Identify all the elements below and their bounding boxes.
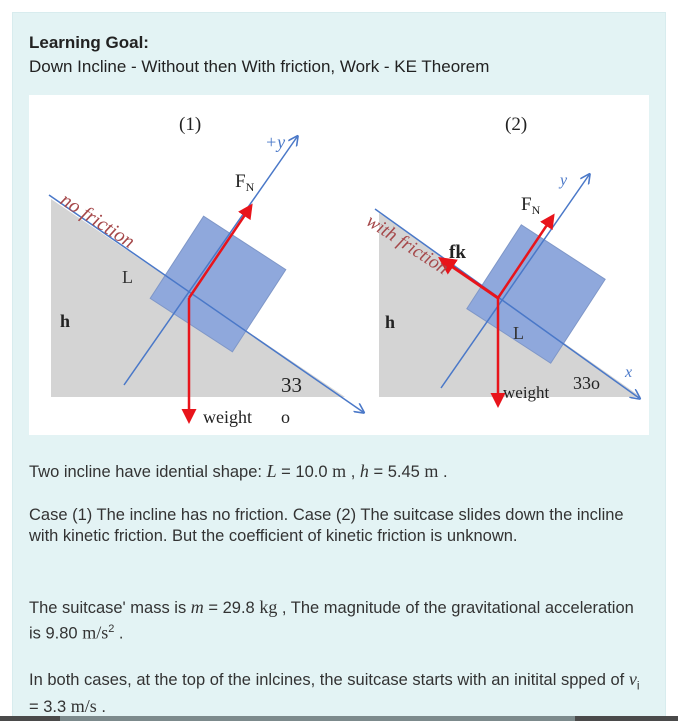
height-label-1: h [60,311,70,331]
block-2 [466,224,606,364]
case-2-label: (2) [505,114,527,135]
x-axis-2 [374,208,639,398]
angle-degree-1: o [281,407,290,427]
mass-gravity-text: The suitcase' mass is m = 29.8 kg , The … [29,597,634,643]
learning-goal-subtitle: Down Incline - Without then With frictio… [29,57,490,76]
y-axis-label-2: y [558,172,568,189]
initial-speed-text: In both cases, at the top of the inlcine… [29,669,640,717]
y-axis-2 [440,175,589,389]
height-label-2: h [385,312,395,332]
friction-label: fk [449,242,466,263]
x-axis-label-2: x [624,364,632,381]
normal-force-arrow-1 [187,203,253,299]
weight-label-1: weight [203,407,252,427]
y-axis-label-1: +y [265,132,285,152]
length-label-1: L [122,267,133,287]
incline-dimensions-text: Two incline have idential shape: L = 10.… [29,461,448,481]
incline-diagram: (1) +y FN no friction L h 33 o weight (2… [48,114,649,427]
block-1 [149,215,287,353]
learning-goal-title: Learning Goal: [29,33,149,52]
normal-force-label-1: FN [235,171,255,194]
friction-arrow [438,256,499,300]
cases-description-text: Case (1) The incline has no friction. Ca… [29,506,624,545]
angle-label-1: 33 [281,373,302,397]
x-axis-1 [48,194,363,412]
incline-figure: (1) +y FN no friction L h 33 o weight (2… [29,95,649,435]
problem-card: Learning Goal: Down Incline - Without th… [12,12,666,721]
case-1-label: (1) [179,114,201,135]
length-label-2: L [513,323,524,343]
weight-label-2: weight [503,383,550,402]
y-axis-1 [123,137,297,386]
angle-label-2: 33o [573,373,600,393]
scroll-thumb[interactable] [60,716,575,721]
normal-force-label-2: FN [521,194,541,217]
bottom-scroll-bar [0,716,678,721]
normal-force-arrow-2 [496,213,555,299]
